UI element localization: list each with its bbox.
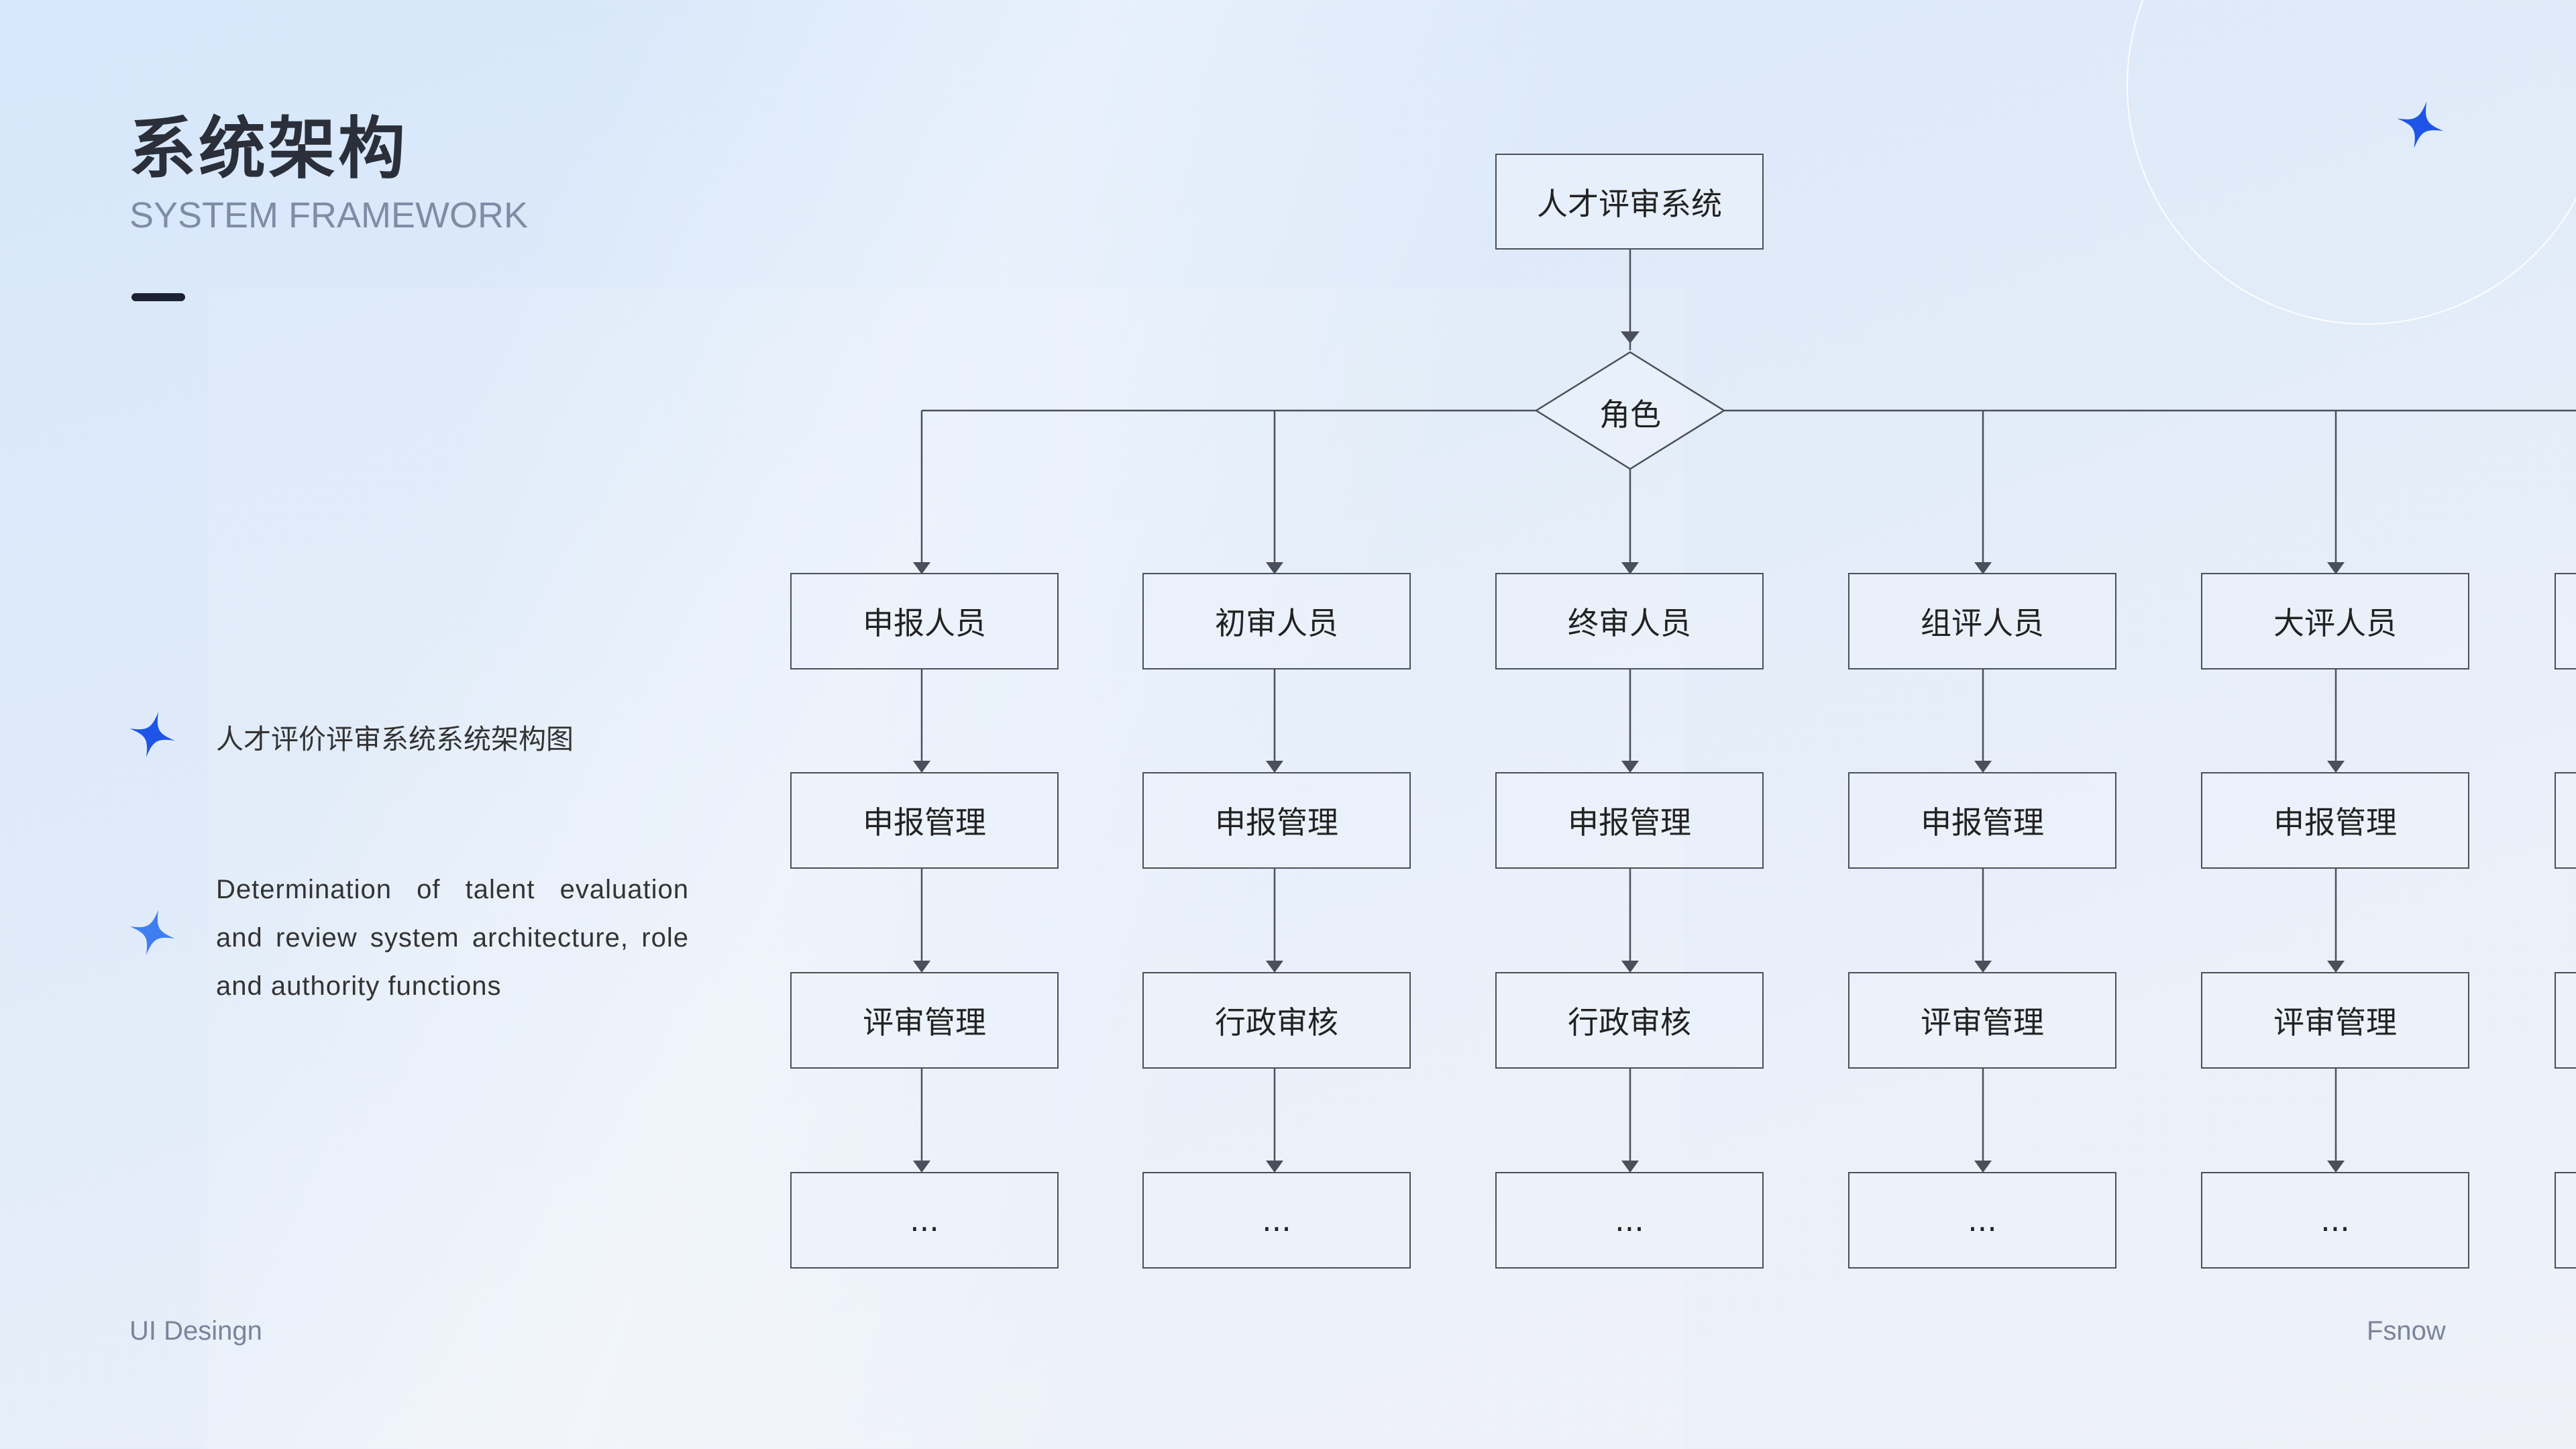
role-node: 初审人员 bbox=[1142, 573, 1411, 669]
page-title: 系统架构 bbox=[129, 109, 408, 188]
role-node: 大评人员 bbox=[2201, 573, 2469, 669]
arrowheads-steps bbox=[913, 761, 2345, 1173]
sparkle-star-icon bbox=[2397, 101, 2444, 148]
title-underline bbox=[131, 293, 185, 301]
clipped-node bbox=[2555, 1172, 2576, 1269]
role-node: 终审人员 bbox=[1495, 573, 1764, 669]
role-node: 申报人员 bbox=[790, 573, 1059, 669]
column-connectors bbox=[920, 669, 2337, 1170]
clipped-node bbox=[2555, 573, 2576, 669]
clipped-node bbox=[2555, 772, 2576, 869]
root-node: 人才评审系统 bbox=[1495, 154, 1764, 250]
bullet-text-cn: 人才评价评审系统系统架构图 bbox=[216, 723, 574, 755]
step-node: ... bbox=[1495, 1172, 1764, 1269]
step-node: 行政审核 bbox=[1142, 972, 1411, 1069]
step-node: 申报管理 bbox=[2201, 772, 2469, 869]
role-node: 组评人员 bbox=[1848, 573, 2116, 669]
step-node: ... bbox=[790, 1172, 1059, 1269]
clipped-node bbox=[2555, 972, 2576, 1069]
sparkle-star-icon bbox=[129, 910, 175, 955]
step-node: 评审管理 bbox=[2201, 972, 2469, 1069]
footer-left-label: UI Desingn bbox=[129, 1316, 262, 1346]
footer-right-label: Fsnow bbox=[2367, 1316, 2446, 1346]
step-node: 申报管理 bbox=[1495, 772, 1764, 869]
step-node: 行政审核 bbox=[1495, 972, 1764, 1069]
bullet-text-en: Determination of talent evaluation and r… bbox=[216, 875, 689, 1001]
decision-label: 角色 bbox=[1599, 396, 1661, 433]
page-subtitle: SYSTEM FRAMEWORK bbox=[129, 195, 529, 235]
step-node: ... bbox=[2201, 1172, 2469, 1269]
step-node: 评审管理 bbox=[790, 972, 1059, 1069]
step-node: ... bbox=[1848, 1172, 2116, 1269]
step-node: 申报管理 bbox=[790, 772, 1059, 869]
arrowheads-role bbox=[913, 562, 2345, 574]
step-node: 评审管理 bbox=[1848, 972, 2116, 1069]
step-node: 申报管理 bbox=[1848, 772, 2116, 869]
step-node: 申报管理 bbox=[1142, 772, 1411, 869]
sparkle-star-icon bbox=[129, 712, 175, 757]
step-node: ... bbox=[1142, 1172, 1411, 1269]
